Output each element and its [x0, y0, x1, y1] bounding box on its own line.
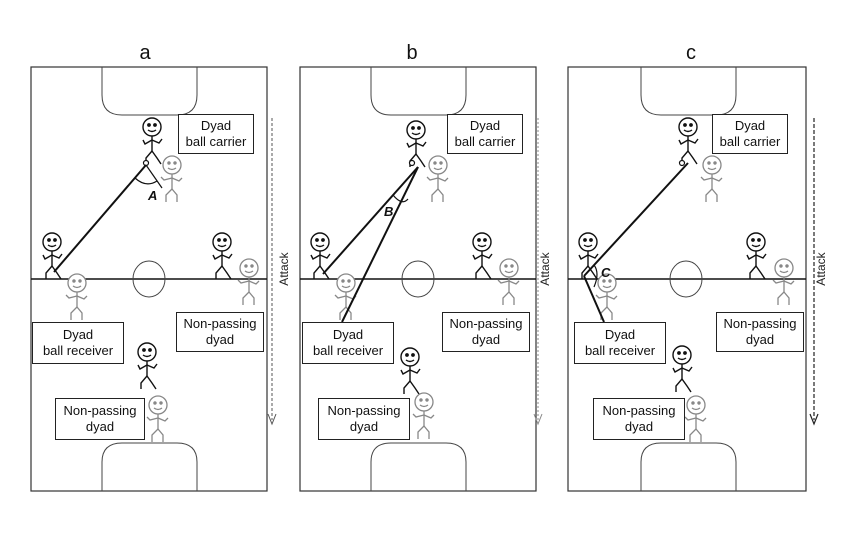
panel-b — [299, 66, 543, 492]
passing-line — [583, 162, 689, 277]
receiver-label-line1: Dyad — [332, 327, 364, 342]
carrier-label-line2: ball carrier — [454, 134, 516, 149]
carrier-defender — [426, 155, 449, 203]
receiver-label-box: Dyad ball receiver — [32, 322, 124, 364]
nonpassing-label-2-line2: dyad — [349, 419, 379, 434]
attack-label-c: Attack — [814, 252, 828, 286]
panel-title-a: a — [139, 42, 151, 64]
defender-line — [583, 275, 605, 323]
np1-defender — [772, 258, 795, 306]
passing-line — [53, 164, 147, 273]
angle-label-c: C — [601, 265, 611, 280]
ball — [142, 159, 150, 167]
bottom-goal-area — [370, 442, 467, 491]
np1-defender — [497, 258, 520, 306]
receiver-label-line2: ball receiver — [42, 343, 114, 358]
carrier-attacker — [142, 117, 163, 165]
np1-attacker — [212, 232, 233, 280]
np2-defender — [412, 392, 435, 440]
np1-attacker — [746, 232, 767, 280]
receiver-label-line1: Dyad — [604, 327, 636, 342]
angle-arc — [134, 177, 158, 185]
nonpassing-label-box-1: Non-passing dyad — [442, 312, 530, 352]
nonpassing-label-1-line1: Non-passing — [449, 316, 523, 331]
receiver-label-line2: ball receiver — [584, 343, 656, 358]
receiver-label-line2: ball receiver — [312, 343, 384, 358]
bottom-goal-area — [101, 442, 198, 491]
angle-label-a: A — [148, 188, 158, 203]
ball — [678, 159, 686, 167]
attack-label-a: Attack — [277, 252, 291, 286]
carrier-label-box: Dyad ball carrier — [447, 114, 523, 154]
nonpassing-label-box-1: Non-passing dyad — [716, 312, 804, 352]
center-circle — [132, 260, 166, 298]
nonpassing-label-2-line1: Non-passing — [327, 403, 401, 418]
bottom-goal-area — [640, 442, 737, 491]
nonpassing-label-1-line2: dyad — [205, 332, 235, 347]
defender-line — [145, 164, 163, 189]
panel-title-b: b — [406, 42, 418, 64]
carrier-label-line1: Dyad — [734, 118, 766, 133]
carrier-attacker — [678, 117, 699, 165]
carrier-defender — [160, 155, 183, 203]
np2-attacker — [137, 342, 158, 390]
nonpassing-label-box-2: Non-passing dyad — [318, 398, 410, 440]
nonpassing-label-1-line1: Non-passing — [183, 316, 257, 331]
np2-defender — [684, 395, 707, 443]
top-goal-area — [101, 67, 198, 116]
carrier-attacker — [406, 120, 427, 168]
attack-arrowhead — [267, 413, 277, 426]
receiver-defender — [65, 273, 88, 321]
receiver-label-box: Dyad ball receiver — [302, 322, 394, 364]
top-goal-area — [640, 67, 737, 116]
carrier-label-box: Dyad ball carrier — [178, 114, 254, 154]
defender-line — [341, 166, 419, 323]
nonpassing-label-box-2: Non-passing dyad — [55, 398, 145, 440]
nonpassing-label-1-line2: dyad — [471, 332, 501, 347]
attack-arrowhead — [809, 413, 819, 426]
receiver-label-line1: Dyad — [62, 327, 94, 342]
receiver-label-box: Dyad ball receiver — [574, 322, 666, 364]
np2-attacker — [672, 345, 693, 393]
np1-defender — [237, 258, 260, 306]
nonpassing-label-2-line2: dyad — [624, 419, 654, 434]
panel-c — [567, 66, 819, 492]
panel-title-c: c — [686, 42, 696, 64]
attack-label-b: Attack — [538, 252, 552, 286]
attack-arrowhead — [533, 413, 543, 426]
nonpassing-label-1-line1: Non-passing — [723, 316, 797, 331]
nonpassing-label-2-line2: dyad — [85, 419, 115, 434]
carrier-label-line2: ball carrier — [185, 134, 247, 149]
carrier-label-box: Dyad ball carrier — [712, 114, 788, 154]
carrier-label-line1: Dyad — [200, 118, 232, 133]
angle-label-b: B — [384, 204, 394, 219]
np2-defender — [146, 395, 169, 443]
nonpassing-label-box-1: Non-passing dyad — [176, 312, 264, 352]
nonpassing-label-2-line1: Non-passing — [63, 403, 137, 418]
carrier-label-line1: Dyad — [469, 118, 501, 133]
receiver-attacker — [42, 232, 63, 280]
carrier-label-line2: ball carrier — [719, 134, 781, 149]
nonpassing-label-2-line1: Non-passing — [602, 403, 676, 418]
top-goal-area — [370, 67, 467, 116]
ball — [408, 159, 416, 167]
carrier-defender — [700, 155, 723, 203]
receiver-attacker — [310, 232, 331, 280]
nonpassing-label-box-2: Non-passing dyad — [593, 398, 685, 440]
passing-line — [322, 166, 419, 275]
center-circle — [669, 260, 703, 298]
angle-arc — [392, 194, 409, 203]
panel-a — [30, 66, 277, 492]
np2-attacker — [400, 347, 421, 395]
angle-arc — [593, 264, 598, 288]
nonpassing-label-1-line2: dyad — [745, 332, 775, 347]
center-circle — [401, 260, 435, 298]
np1-attacker — [472, 232, 493, 280]
